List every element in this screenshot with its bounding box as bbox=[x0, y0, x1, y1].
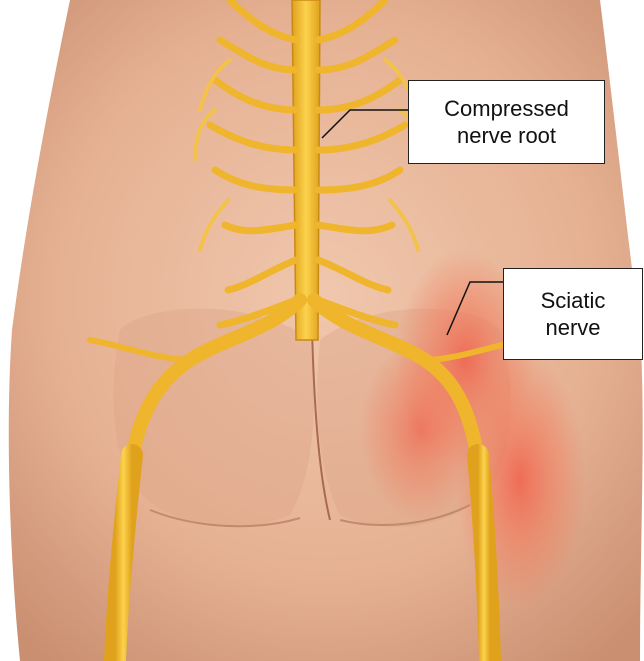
sciatic-nerve-right bbox=[478, 455, 490, 661]
spinal-cord bbox=[292, 0, 320, 340]
sciatic-nerve-line1: Sciatic bbox=[504, 287, 642, 314]
compressed-nerve-root-line2: nerve root bbox=[409, 122, 604, 149]
inflammation-glow-buttock bbox=[360, 340, 480, 520]
sciatic-nerve-line2: nerve bbox=[504, 314, 642, 341]
sciatic-nerve-label: Sciatic nerve bbox=[503, 268, 643, 360]
compressed-nerve-root-line1: Compressed bbox=[409, 95, 604, 122]
compressed-nerve-root-label: Compressed nerve root bbox=[408, 80, 605, 164]
